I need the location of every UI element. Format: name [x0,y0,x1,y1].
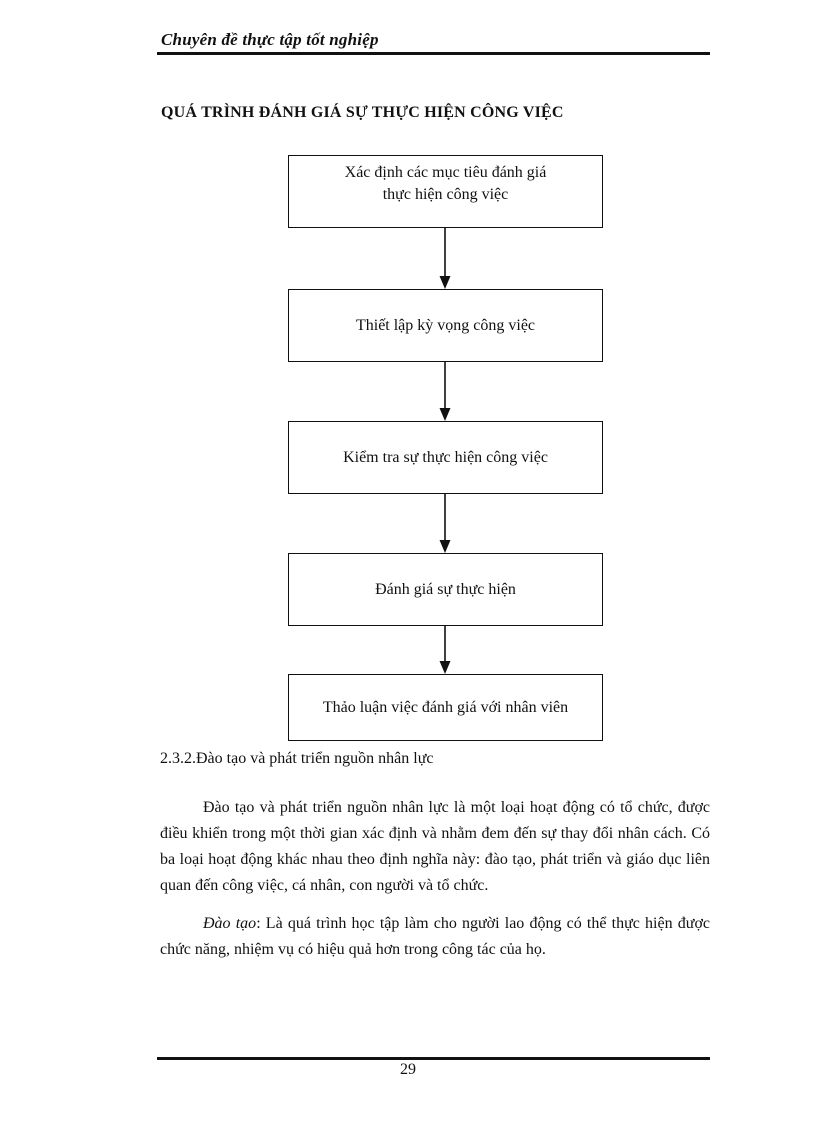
flow-arrow-4 [438,626,452,674]
flow-arrow-2 [438,362,452,421]
flow-step-3-label: Kiểm tra sự thực hiện công việc [343,448,548,466]
section-title: QUÁ TRÌNH ĐÁNH GIÁ SỰ THỰC HIỆN CÔNG VIỆ… [161,104,564,121]
flow-step-2: Thiết lập kỳ vọng công việc [288,289,603,362]
flow-step-2-label: Thiết lập kỳ vọng công việc [355,316,536,334]
flow-step-1: Xác định các mục tiêu đánh giá thực hiện… [288,155,603,228]
header-rule [157,52,710,55]
flow-step-1-line-1: Xác định các mục tiêu đánh giá [344,164,547,181]
paragraph-1: Đào tạo và phát triển nguồn nhân lực là … [160,799,710,894]
footer-rule [157,1057,710,1060]
running-header: Chuyên đề thực tập tốt nghiệp [161,30,379,49]
flow-arrow-1 [438,228,452,289]
flow-step-4: Đánh giá sự thực hiện [288,553,603,626]
flow-step-3: Kiểm tra sự thực hiện công việc [288,421,603,494]
paragraph-2-text: : Là quá trình học tập làm cho người lao… [160,915,711,958]
flow-step-1-line-2: thực hiện công việc [382,186,509,203]
flow-step-4-label: Đánh giá sự thực hiện [375,580,516,598]
page-number: 29 [400,1061,416,1078]
subsection-heading: 2.3.2.Đào tạo và phát triển nguồn nhân l… [160,750,434,767]
flow-step-5: Thảo luận việc đánh giá với nhân viên [288,674,603,741]
flow-step-5-label: Thảo luận việc đánh giá với nhân viên [322,698,569,716]
paragraph-2-term: Đào tạo [203,915,257,932]
paragraph-2: Đào tạo: Là quá trình học tập làm cho ng… [160,911,710,963]
flow-arrow-3 [438,494,452,553]
